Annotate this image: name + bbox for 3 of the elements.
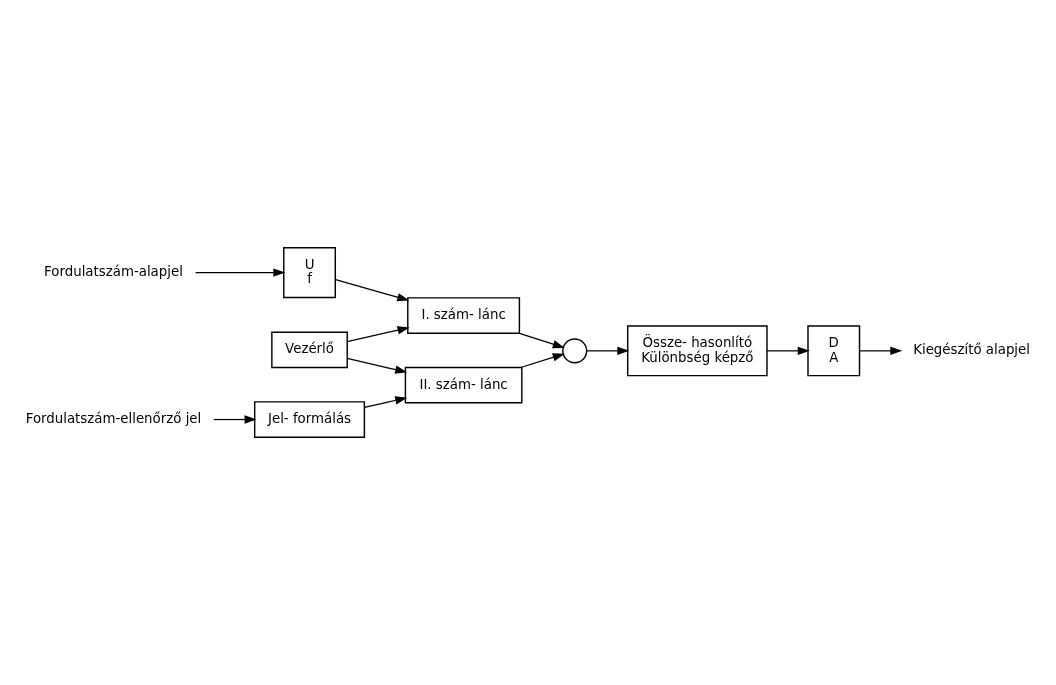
node-text: Kiegészítő alapjel: [913, 342, 1031, 358]
node-text: Fordulatszám-alapjel: [44, 264, 183, 280]
node-text: Fordulatszám-ellenőrző jel: [25, 411, 202, 427]
